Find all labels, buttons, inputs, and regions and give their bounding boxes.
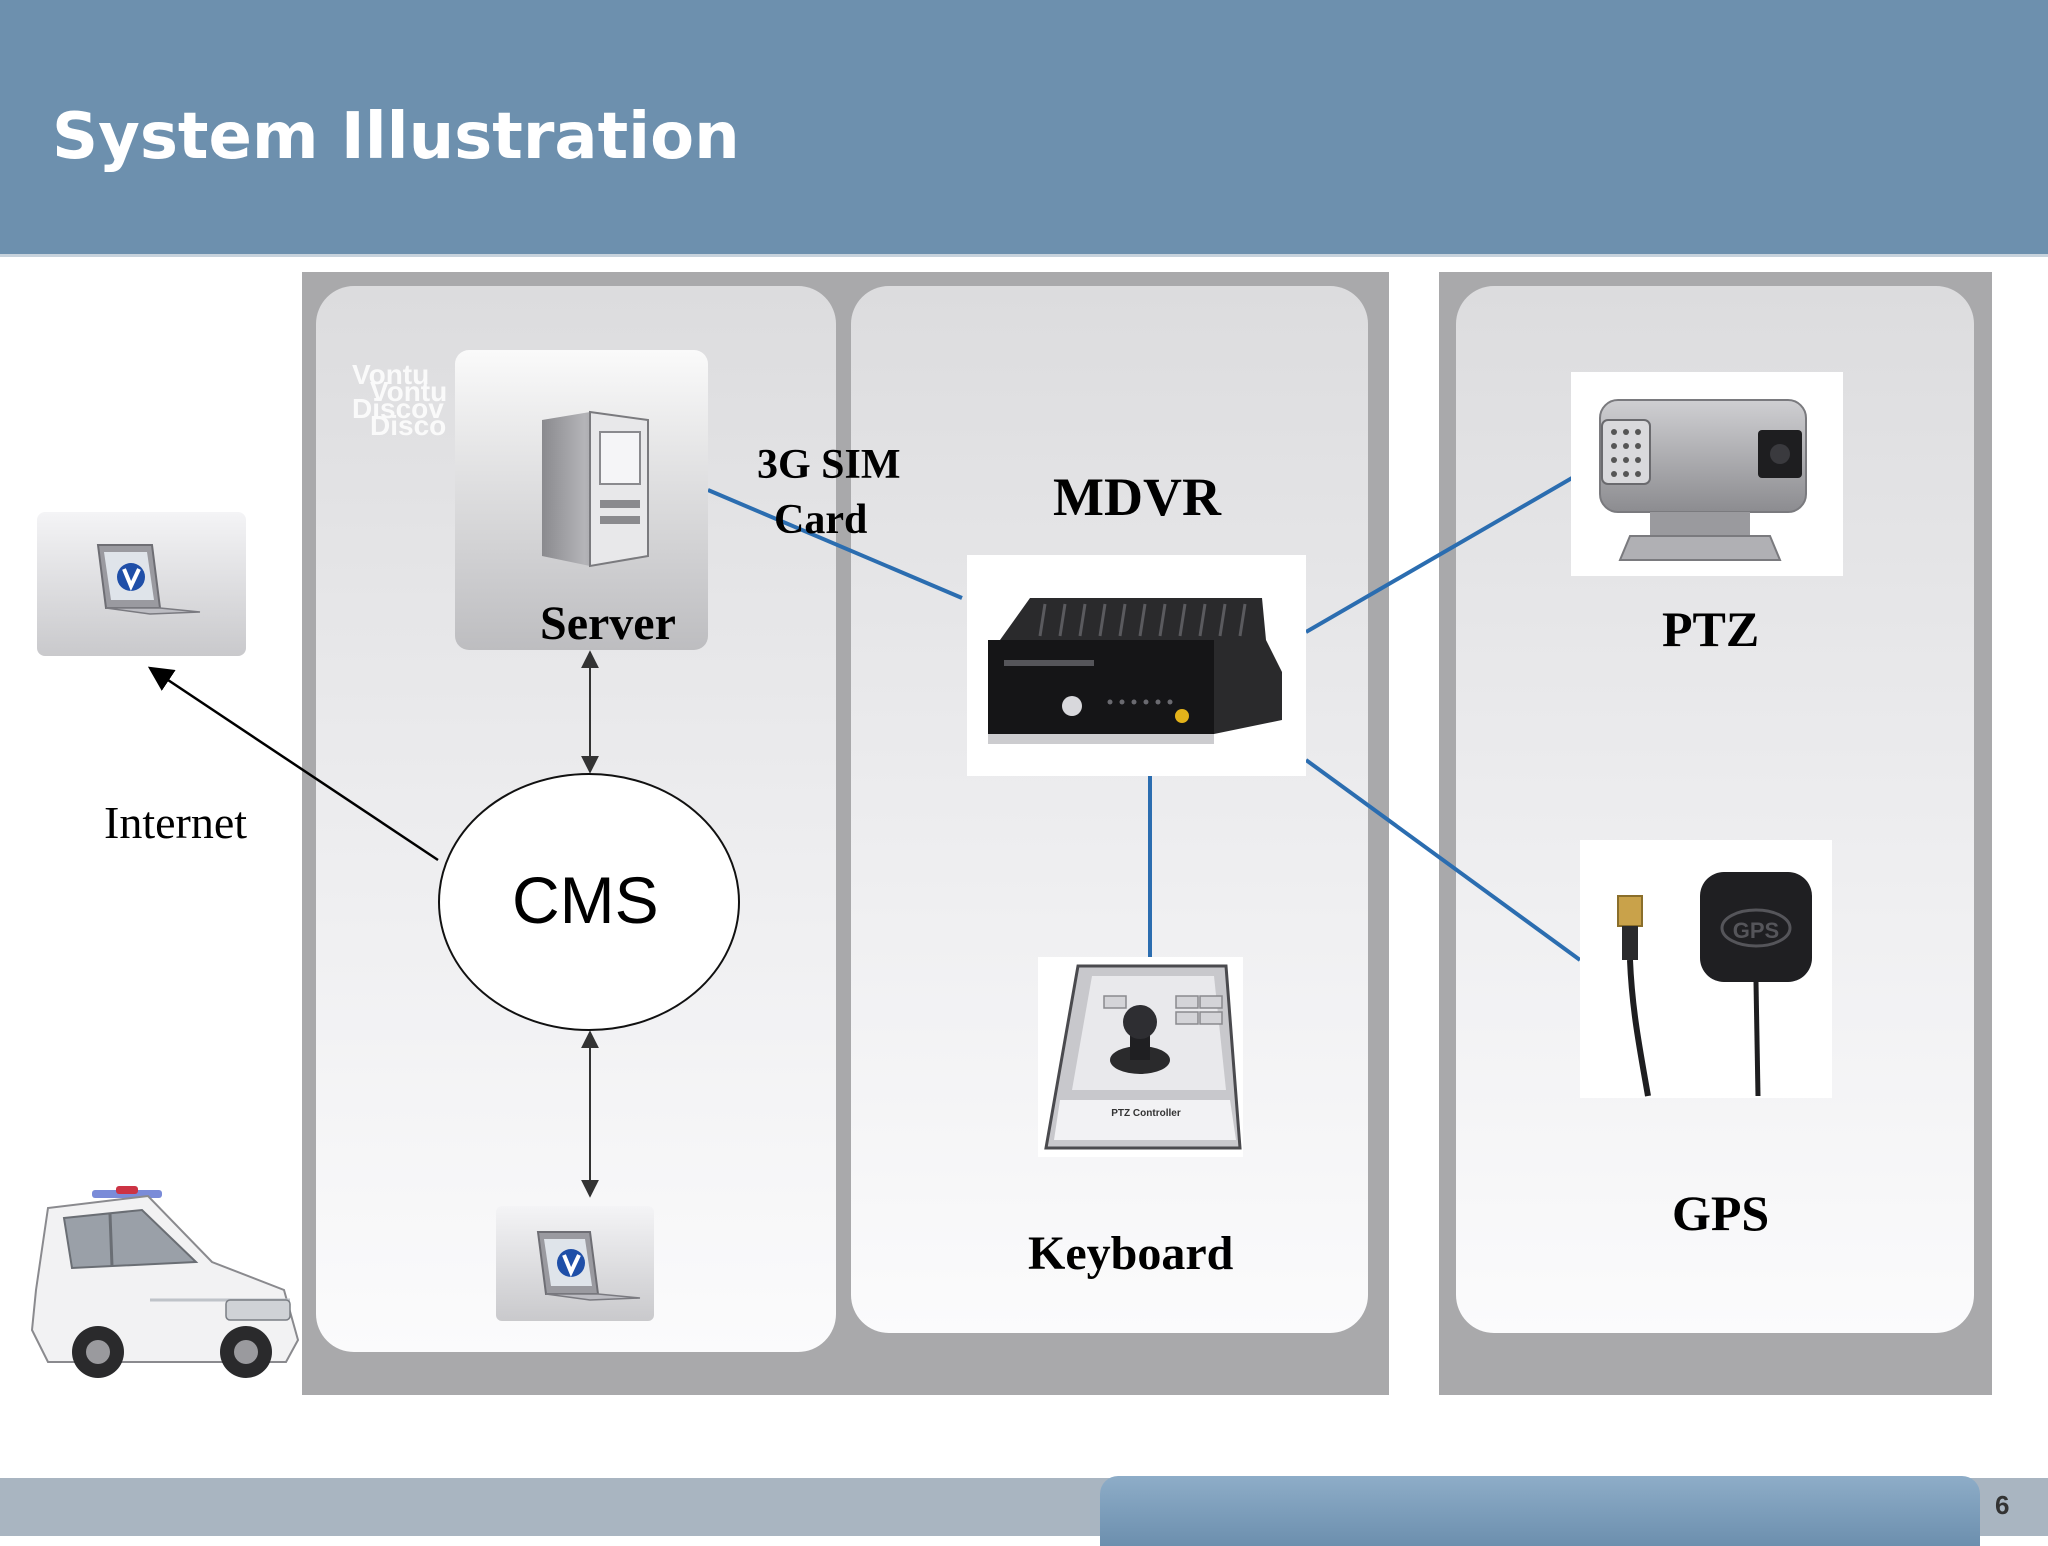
ptz-camera-icon [1571, 372, 1843, 576]
link-mdvr-gps [1304, 758, 1582, 962]
keyboard-controller-icon: PTZ Controller [1038, 957, 1243, 1157]
sim-card-label-line2: Card [774, 497, 868, 543]
gps-antenna-icon: GPS [1580, 840, 1832, 1098]
ptz-label: PTZ [1662, 601, 1760, 657]
keyboard-label: Keyboard [1028, 1227, 1234, 1280]
footer-tab [1100, 1476, 1980, 1546]
watermark: Vontu Vontu Discov Disco [352, 361, 447, 440]
slide-title: System Illustration [52, 100, 740, 174]
mdvr-label: MDVR [1053, 467, 1221, 527]
mdvr-device-icon [967, 555, 1306, 776]
local-client-laptop-icon [496, 1206, 654, 1321]
arrow-cms-internet [147, 666, 439, 862]
cms-node [438, 773, 740, 1031]
sim-card-label-line1: 3G SIM [757, 442, 901, 488]
link-server-mdvr [707, 488, 963, 600]
keyboard-device-text: PTZ Controller [1111, 1108, 1181, 1119]
server-label: Server [540, 597, 676, 650]
page-number: 6 [1995, 1490, 2010, 1520]
slide-header: System Illustration [0, 0, 2048, 257]
mdvr-panel [851, 286, 1368, 1333]
internet-label: Internet [104, 797, 248, 848]
internet-client-laptop-icon [37, 512, 246, 656]
police-car-icon [30, 1186, 300, 1378]
server-icon [455, 350, 708, 650]
gps-device-text: GPS [1733, 918, 1779, 943]
gps-label: GPS [1672, 1185, 1770, 1241]
cms-label: CMS [512, 863, 659, 937]
link-mdvr-ptz [1304, 476, 1574, 634]
